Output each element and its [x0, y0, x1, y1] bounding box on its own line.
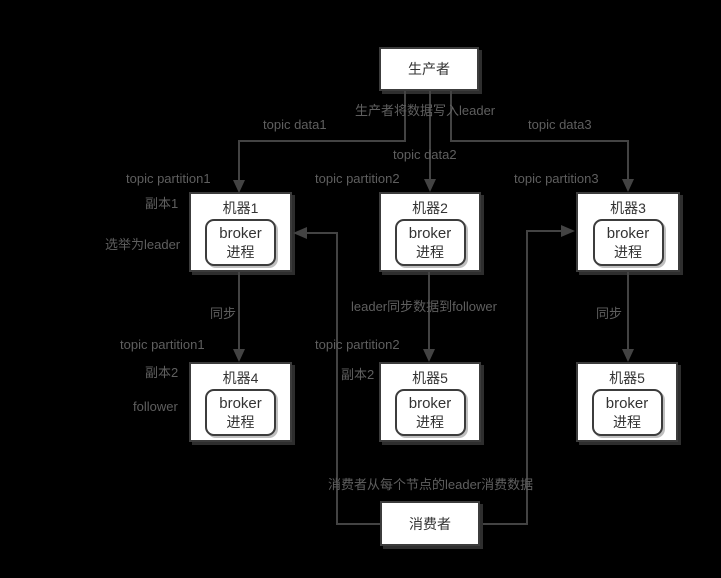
- edge-consumer-left-top: [307, 232, 338, 234]
- edge-consumer-right-vertical: [526, 230, 528, 525]
- edge-machine2-sync-machine5: [428, 272, 430, 350]
- machine2-box: 机器2 broker 进程: [379, 192, 481, 272]
- label-topic-data3: topic data3: [528, 117, 592, 132]
- machine4-broker-process-box: broker 进程: [205, 389, 276, 436]
- machine5-box: 机器5 broker 进程: [379, 362, 481, 442]
- machine1-title: 机器1: [222, 200, 259, 216]
- broker-label: broker: [408, 395, 452, 412]
- label-topic-partition1-top: topic partition1: [126, 171, 211, 186]
- arrowhead-into-machine1-right-icon: [293, 227, 307, 239]
- machine2-title: 机器2: [412, 200, 448, 216]
- label-topic-data2: topic data2: [393, 147, 457, 162]
- machine5-title: 机器5: [412, 370, 448, 386]
- broker-label: broker: [606, 225, 650, 242]
- arrowhead-into-machine3-icon: [622, 179, 634, 192]
- label-sync-left: 同步: [210, 306, 237, 321]
- label-topic-partition3-top: topic partition3: [514, 171, 599, 186]
- label-replica2-left: 副本2: [145, 365, 179, 380]
- machine4-box: 机器4 broker 进程: [189, 362, 292, 442]
- machine3-box: 机器3 broker 进程: [576, 192, 680, 272]
- process-label: 进程: [226, 414, 255, 430]
- machine3-broker-process-box: broker 进程: [592, 219, 664, 266]
- edge-machine3-sync-machine6: [627, 272, 629, 350]
- machine6-title: 机器5: [609, 370, 645, 386]
- edge-consumer-right-top: [528, 230, 562, 232]
- label-consumer-read-note: 消费者从每个节点的leader消费数据: [328, 477, 534, 492]
- label-topic-partition2-top: topic partition2: [315, 171, 400, 186]
- broker-label: broker: [408, 225, 452, 242]
- label-leader-sync-note: leader同步数据到follower: [351, 299, 497, 314]
- label-topic-partition2-bottom: topic partition2: [315, 337, 400, 352]
- broker-label: broker: [605, 395, 649, 412]
- edge-consumer-left-bottom: [336, 523, 380, 525]
- edge-producer-branch-left-vertical: [404, 91, 406, 141]
- arrowhead-into-machine2-icon: [424, 179, 436, 192]
- label-sync-right: 同步: [596, 306, 623, 321]
- edge-producer-to-machine2: [429, 91, 431, 180]
- machine2-broker-process-box: broker 进程: [394, 219, 466, 266]
- producer-label: 生产者: [408, 61, 450, 77]
- machine6-broker-process-box: broker 进程: [591, 389, 663, 436]
- process-label: 进程: [614, 244, 642, 260]
- edge-consumer-left-vertical: [336, 232, 338, 525]
- arrowhead-into-machine1-icon: [233, 180, 245, 193]
- edge-producer-branch-right-horizontal: [450, 140, 629, 142]
- label-replica2-middle: 副本2: [341, 367, 375, 382]
- machine6-box: 机器5 broker 进程: [576, 362, 678, 442]
- machine4-title: 机器4: [222, 370, 259, 386]
- process-label: 进程: [226, 244, 255, 260]
- machine3-title: 机器3: [610, 200, 646, 216]
- consumer-label: 消费者: [409, 515, 451, 532]
- label-elect-leader: 选举为leader: [105, 237, 181, 252]
- machine1-broker-process-box: broker 进程: [205, 219, 276, 266]
- edge-consumer-right-bottom: [480, 523, 528, 525]
- label-follower: follower: [133, 399, 178, 414]
- machine1-box: 机器1 broker 进程: [189, 192, 292, 272]
- arrowhead-into-machine4-icon: [233, 349, 245, 362]
- edge-producer-to-machine1: [238, 140, 240, 180]
- edge-machine1-sync-machine4: [238, 272, 240, 350]
- arrowhead-into-machine5-icon: [423, 349, 435, 362]
- label-producer-write-note: 生产者将数据写入leader: [355, 103, 496, 118]
- producer-box: 生产者: [379, 47, 479, 91]
- arrowhead-into-machine6-icon: [622, 349, 634, 362]
- edge-producer-to-machine3: [627, 140, 629, 180]
- label-topic-data1: topic data1: [263, 117, 327, 132]
- machine5-broker-process-box: broker 进程: [394, 389, 466, 436]
- arrowhead-into-machine3-left-icon: [561, 225, 575, 237]
- process-label: 进程: [416, 414, 444, 430]
- edge-producer-branch-right-vertical: [450, 91, 452, 141]
- consumer-box: 消费者: [380, 501, 480, 546]
- process-label: 进程: [613, 414, 641, 430]
- process-label: 进程: [416, 244, 444, 260]
- broker-label: broker: [219, 225, 262, 242]
- edge-producer-branch-left-horizontal: [239, 140, 406, 142]
- broker-label: broker: [219, 395, 262, 412]
- label-replica1: 副本1: [145, 196, 179, 211]
- label-topic-partition1-bottom: topic partition1: [120, 337, 205, 352]
